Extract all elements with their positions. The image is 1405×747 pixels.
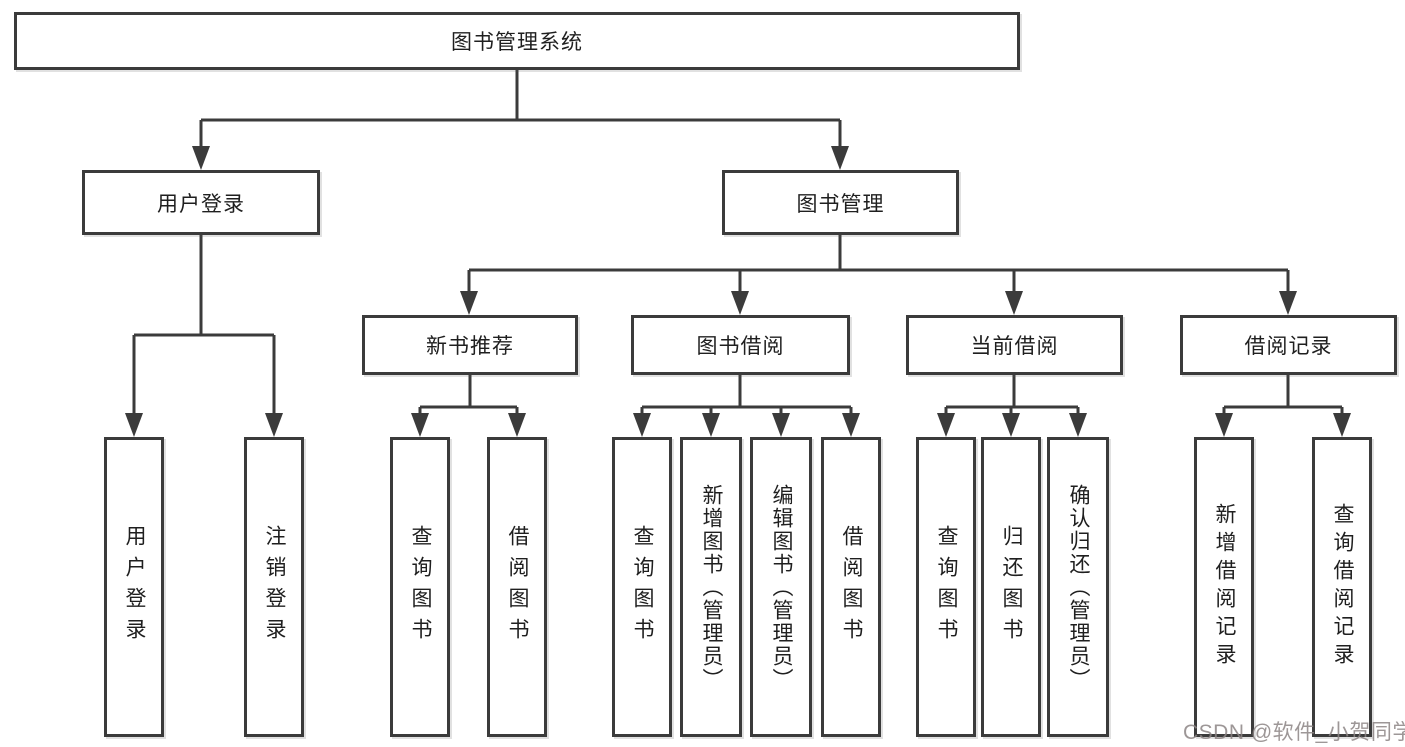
node-current-borrow: 当前借阅 bbox=[906, 315, 1123, 375]
leaf-cb-confirm-return-admin-label: 确认归还（管理员） bbox=[1067, 483, 1090, 691]
leaf-logout: 注销登录 bbox=[244, 437, 304, 737]
leaf-logout-label: 注销登录 bbox=[263, 525, 286, 649]
leaf-cb-query-books-label: 查询图书 bbox=[935, 525, 958, 649]
leaf-bb-add-books-admin: 新增图书（管理员） bbox=[680, 437, 742, 737]
node-book-management-label: 图书管理 bbox=[796, 192, 885, 216]
leaf-cb-return-books: 归还图书 bbox=[981, 437, 1041, 737]
leaf-bb-add-books-admin-label: 新增图书（管理员） bbox=[700, 483, 723, 691]
leaf-cb-confirm-return-admin: 确认归还（管理员） bbox=[1047, 437, 1109, 737]
node-book-borrow: 图书借阅 bbox=[631, 315, 850, 375]
node-new-book-recommend-label: 新书推荐 bbox=[426, 335, 514, 358]
node-user-login-label: 用户登录 bbox=[157, 192, 245, 216]
leaf-cb-return-books-label: 归还图书 bbox=[1000, 525, 1023, 649]
node-book-borrow-label: 图书借阅 bbox=[696, 335, 785, 358]
node-root-label: 图书管理系统 bbox=[451, 31, 583, 54]
node-book-management: 图书管理 bbox=[722, 170, 959, 235]
leaf-user-login-label: 用户登录 bbox=[123, 525, 146, 649]
node-borrow-records-label: 借阅记录 bbox=[1244, 335, 1333, 358]
leaf-br-add-record: 新增借阅记录 bbox=[1194, 437, 1254, 737]
leaf-bb-query-books: 查询图书 bbox=[612, 437, 672, 737]
node-root-system: 图书管理系统 bbox=[14, 12, 1020, 70]
node-borrow-records: 借阅记录 bbox=[1180, 315, 1397, 375]
leaf-bb-edit-books-admin: 编辑图书（管理员） bbox=[750, 437, 812, 737]
leaf-nb-query-books-label: 查询图书 bbox=[409, 525, 432, 649]
leaf-bb-borrow-books-label: 借阅图书 bbox=[840, 525, 863, 649]
leaf-bb-edit-books-admin-label: 编辑图书（管理员） bbox=[770, 483, 793, 691]
node-current-borrow-label: 当前借阅 bbox=[970, 335, 1059, 358]
leaf-nb-borrow-books: 借阅图书 bbox=[487, 437, 547, 737]
leaf-bb-borrow-books: 借阅图书 bbox=[821, 437, 881, 737]
node-user-login: 用户登录 bbox=[82, 170, 320, 235]
leaf-br-query-record-label: 查询借阅记录 bbox=[1331, 503, 1354, 671]
leaf-br-add-record-label: 新增借阅记录 bbox=[1213, 503, 1236, 671]
leaf-br-query-record: 查询借阅记录 bbox=[1312, 437, 1372, 737]
leaf-nb-borrow-books-label: 借阅图书 bbox=[506, 525, 529, 649]
node-new-book-recommend: 新书推荐 bbox=[362, 315, 578, 375]
arrowheads bbox=[125, 146, 1351, 437]
leaf-user-login: 用户登录 bbox=[104, 437, 164, 737]
leaf-bb-query-books-label: 查询图书 bbox=[631, 525, 654, 649]
leaf-nb-query-books: 查询图书 bbox=[390, 437, 450, 737]
leaf-cb-query-books: 查询图书 bbox=[916, 437, 976, 737]
